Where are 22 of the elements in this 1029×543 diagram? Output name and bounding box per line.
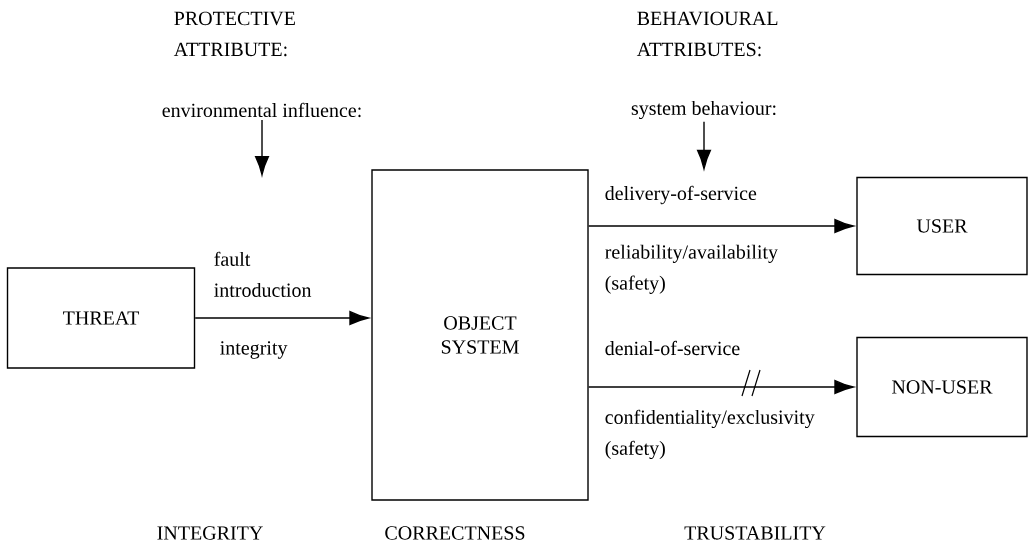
attribute-label: reliability/availability (safety)	[605, 244, 778, 294]
edge-label: denial-of-service	[603, 339, 742, 357]
arrow	[696, 121, 712, 170]
heading-label: INTEGRITY	[157, 526, 263, 540]
influence-text: environmental influence:	[162, 102, 361, 118]
influence-text: system behaviour:	[631, 100, 776, 120]
entity-box: THREAT	[6, 267, 196, 369]
entity-box: NON-USER	[856, 336, 1028, 438]
heading-label: BEHAVIOURAL ATTRIBUTES:	[636, 11, 778, 57]
attribute-label: confidentiality/exclusivity (safety)	[605, 409, 815, 460]
edge-label: delivery-of-service	[603, 184, 758, 206]
entity-box: USER	[856, 176, 1028, 276]
system-box: OBJECT SYSTEM	[371, 169, 589, 501]
arrow	[588, 218, 854, 234]
heading-label: CORRECTNESS	[385, 526, 525, 540]
heading-label: TRUSTABILITY	[684, 526, 826, 540]
edge-label: fault introduction	[212, 250, 312, 298]
arrow	[588, 379, 854, 395]
attribute-label: integrity	[220, 341, 288, 359]
arrow	[194, 310, 369, 326]
heading-label: PROTECTIVE ATTRIBUTE:	[173, 11, 295, 57]
arrow	[254, 119, 270, 176]
